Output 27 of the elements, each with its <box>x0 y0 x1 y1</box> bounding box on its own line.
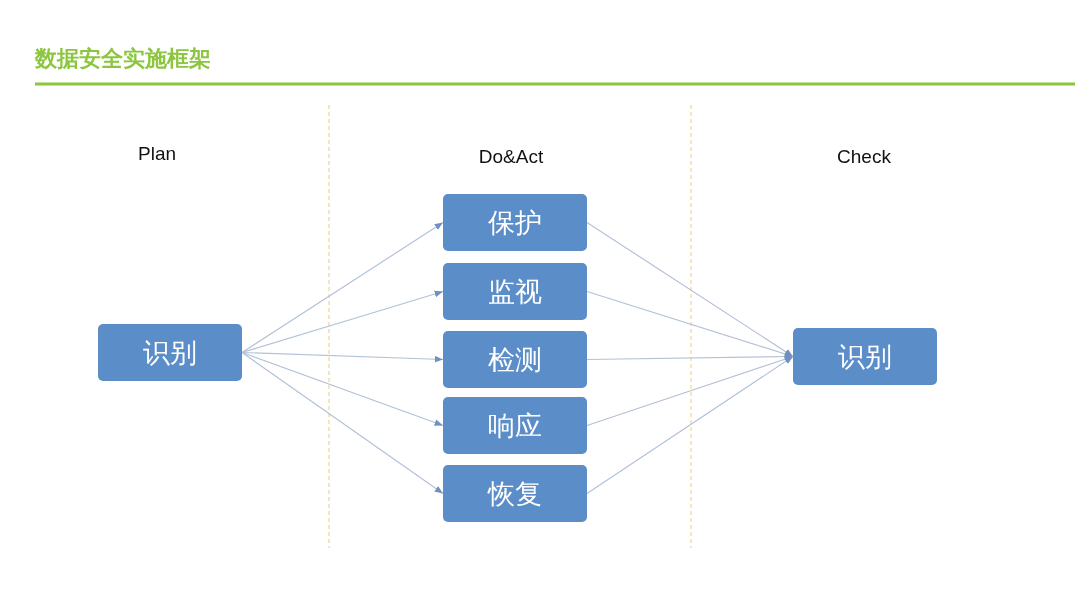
box-label: 识别 <box>143 335 197 370</box>
process-box <box>443 331 587 388</box>
process-box <box>443 465 587 522</box>
column-heading: Plan <box>138 143 176 165</box>
process-box <box>793 328 937 385</box>
process-box <box>443 397 587 454</box>
column-heading: Do&Act <box>478 146 544 168</box>
arrow <box>586 221 794 358</box>
arrow <box>586 290 794 358</box>
process-box <box>443 263 587 320</box>
arrow <box>586 355 794 427</box>
process-box <box>98 324 242 381</box>
arrow <box>241 290 444 354</box>
title: 数据安全实施框架 <box>35 45 211 73</box>
box-label: 识别 <box>838 339 892 374</box>
arrow <box>241 351 444 363</box>
arrow <box>586 355 794 495</box>
column-heading: Check <box>837 146 891 168</box>
box-label: 响应 <box>488 408 542 443</box>
box-label: 恢复 <box>488 476 542 511</box>
arrow <box>241 351 444 427</box>
box-label: 检测 <box>488 342 542 377</box>
arrow <box>241 221 444 354</box>
box-label: 保护 <box>488 205 542 240</box>
box-label: 监视 <box>488 274 542 309</box>
process-box <box>443 194 587 251</box>
arrow <box>241 351 444 495</box>
